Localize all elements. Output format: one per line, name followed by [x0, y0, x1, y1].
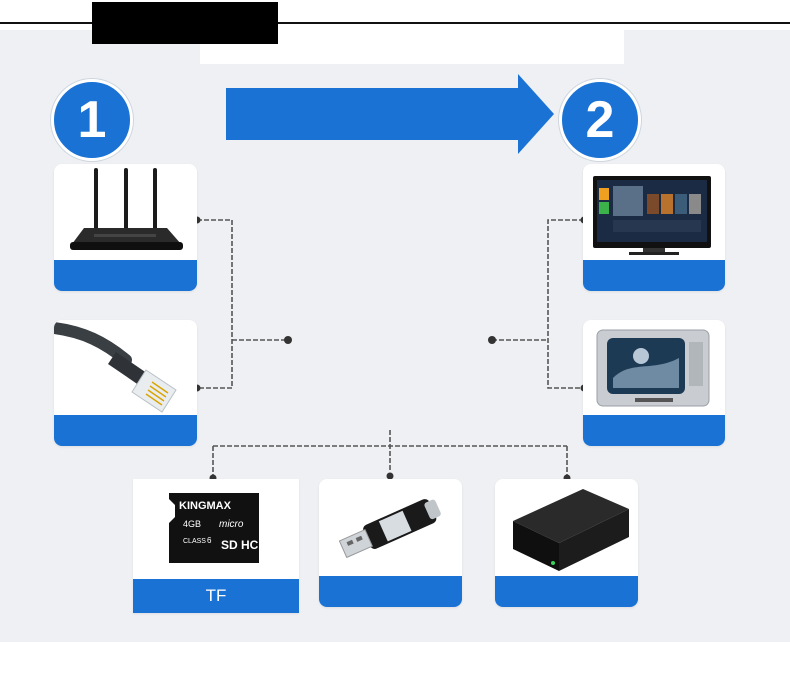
tf-micro-text: micro: [219, 519, 244, 530]
crt-tv-label: [583, 415, 725, 446]
external-hard-drive-icon: [513, 489, 629, 571]
smart-tv-label: [583, 260, 725, 291]
hard-drive-card: [495, 479, 638, 607]
ethernet-plug-icon: [54, 322, 177, 413]
smart-tv-icon: [593, 176, 711, 255]
tf-class-number: 6: [207, 536, 212, 545]
smart-tv-card: [583, 164, 725, 291]
flow-arrow-icon: [226, 74, 554, 154]
usb-drive-icon: [338, 499, 441, 559]
router-label: [54, 260, 197, 291]
crt-tv-icon: [596, 329, 710, 407]
network-cable-label: [54, 415, 197, 446]
tf-sdhc-text: SD HC: [221, 538, 259, 552]
tf-class-text: CLASS: [183, 538, 206, 545]
micro-sd-card-icon: KINGMAX 4GB micro CLASS 6 SD HC: [169, 493, 259, 563]
tf-capacity-text: 4GB: [183, 519, 201, 529]
router-icon: [70, 168, 183, 250]
title-block: [92, 2, 278, 44]
step-2-badge: 2: [559, 79, 641, 161]
top-rule: [0, 22, 790, 24]
step-1-badge: 1: [51, 79, 133, 161]
router-card: [54, 164, 197, 291]
tf-card-label: TF: [133, 579, 299, 613]
usb-drive-label: [319, 576, 462, 607]
usb-drive-card: [319, 479, 462, 607]
crt-tv-card: [583, 320, 725, 446]
tf-brand-text: KINGMAX: [179, 500, 232, 512]
tf-card-card: KINGMAX 4GB micro CLASS 6 SD HC TF: [133, 479, 299, 613]
hard-drive-label: [495, 576, 638, 607]
network-cable-card: [54, 320, 197, 446]
